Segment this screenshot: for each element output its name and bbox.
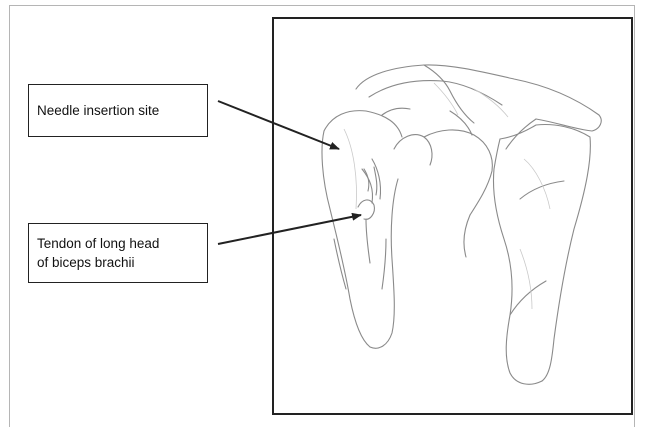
tendon-arrow bbox=[218, 215, 361, 244]
needle-site-arrow bbox=[218, 101, 339, 149]
